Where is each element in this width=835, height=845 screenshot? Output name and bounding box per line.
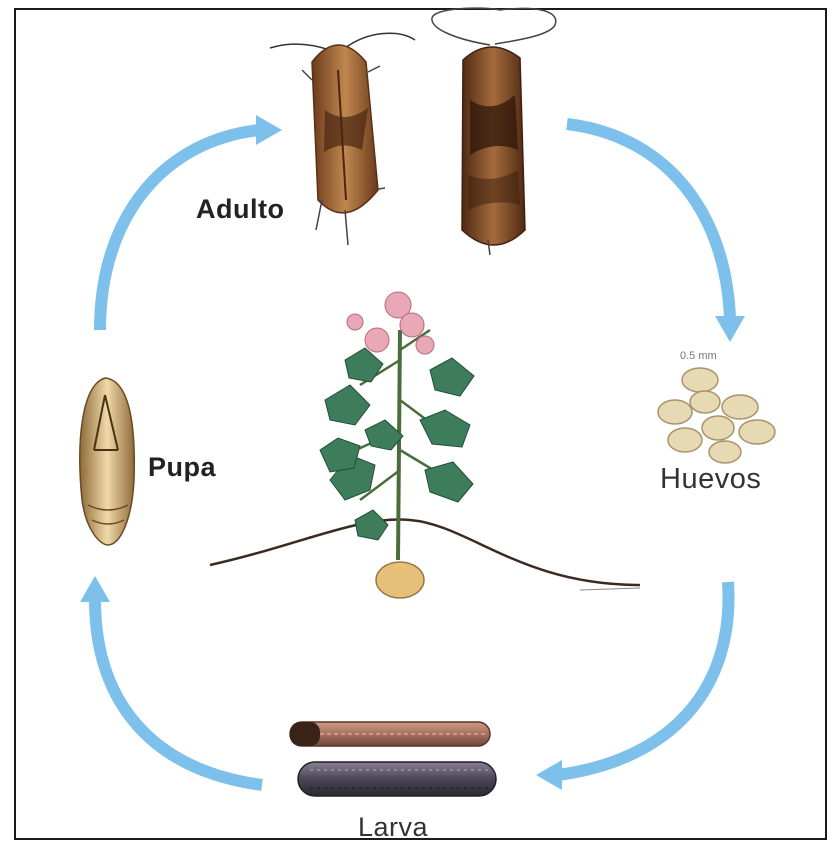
arrow-larva-to-pupa: [80, 576, 262, 785]
larva-image: [290, 722, 496, 796]
host-plant-image: [210, 292, 640, 598]
stage-label-pupa: Pupa: [148, 452, 216, 483]
adult-moth-image: [432, 8, 556, 255]
arrow-eggs-to-larva: [536, 582, 729, 790]
pupa-image: [80, 378, 134, 545]
egg-scale-label: 0.5 mm: [680, 350, 717, 362]
arrow-adult-to-eggs: [567, 124, 745, 342]
stage-label-eggs: Huevos: [660, 463, 761, 496]
adult-moth-image: [270, 33, 415, 245]
stage-label-larva: Larva: [358, 812, 428, 843]
eggs-image: [658, 368, 775, 463]
stage-label-adult: Adulto: [196, 194, 284, 225]
